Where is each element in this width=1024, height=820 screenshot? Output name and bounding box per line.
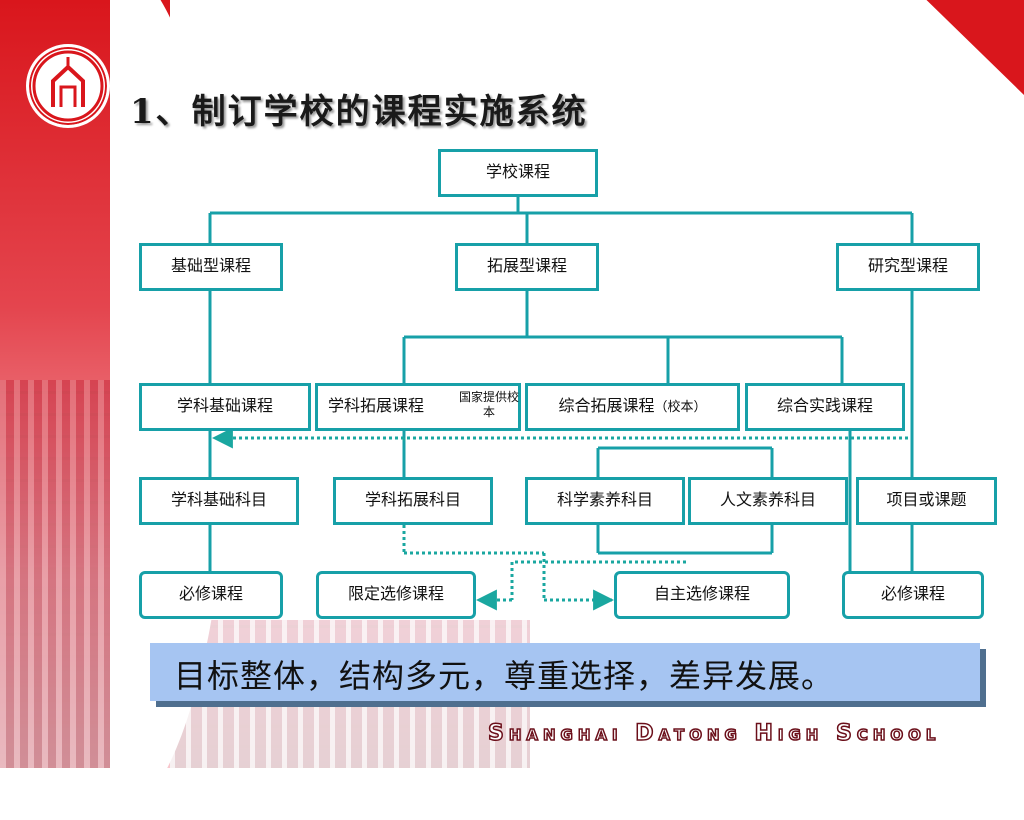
node-research-curriculum: 研究型课程: [836, 243, 980, 291]
page-title: 1、制订学校的课程实施系统: [130, 92, 588, 132]
node-subject-extended-subjects: 学科拓展科目: [333, 477, 493, 525]
node-subject-basic-course: 学科基础课程: [139, 383, 311, 431]
diagram-connectors: [208, 197, 914, 611]
node-subject-extended-course: 学科拓展课程 国家提供校本: [315, 383, 521, 431]
node-free-elective-course: 自主选修课程: [614, 571, 790, 619]
node-required-course-left: 必修课程: [139, 571, 283, 619]
summary-banner-text: 目标整体，结构多元，尊重选择，差异发展。: [174, 657, 835, 695]
node-humanities-literacy-subjects: 人文素养科目: [688, 477, 848, 525]
school-logo: [26, 44, 110, 128]
node-subject-extended-note: 国家提供校本: [458, 390, 519, 419]
node-comprehensive-practice-course: 综合实践课程: [745, 383, 905, 431]
node-basic-curriculum: 基础型课程: [139, 243, 283, 291]
node-comprehensive-extended-course: 综合拓展课程（校本）: [525, 383, 740, 431]
node-required-course-right: 必修课程: [842, 571, 984, 619]
node-projects-or-topics: 项目或课题: [856, 477, 997, 525]
node-extended-curriculum: 拓展型课程: [455, 243, 599, 291]
node-science-literacy-subjects: 科学素养科目: [525, 477, 685, 525]
node-limited-elective-course: 限定选修课程: [316, 571, 476, 619]
node-comprehensive-extended-note: （校本）: [654, 400, 707, 415]
node-school-curriculum: 学校课程: [438, 149, 598, 197]
school-name-footer: Shanghai Datong High School: [487, 720, 941, 747]
node-subject-basic-subjects: 学科基础科目: [139, 477, 299, 525]
summary-banner: 目标整体，结构多元，尊重选择，差异发展。: [150, 643, 980, 701]
